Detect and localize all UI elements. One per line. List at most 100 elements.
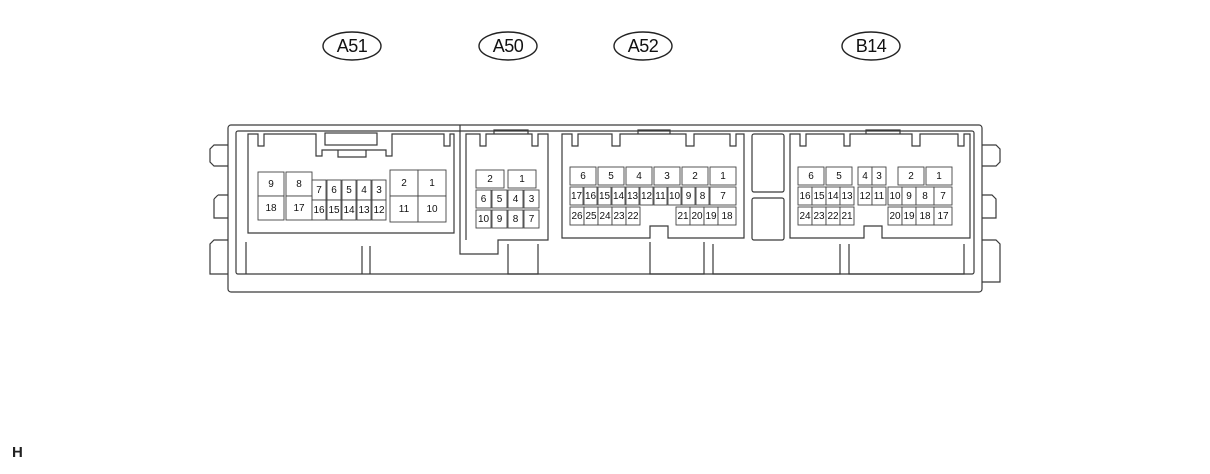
pin-label: 11 (874, 191, 885, 202)
pin-label: 16 (585, 191, 597, 202)
pin-label: 2 (401, 178, 407, 189)
pin-label: 12 (373, 205, 385, 216)
pin-b14-r1-c2: 14 (825, 186, 841, 206)
pin-label: 2 (487, 174, 493, 185)
pin-label: 12 (859, 191, 871, 202)
pin-label: 2 (908, 171, 914, 182)
pin-label: 9 (686, 191, 692, 202)
pin-label: 14 (343, 205, 355, 216)
pin-label: 15 (599, 191, 611, 202)
pin-b14-r0-c0: 6 (797, 166, 825, 186)
pin-b14-r2-c4: 20 (887, 206, 903, 226)
pin-a52-r1-c8: 9 (681, 186, 696, 206)
connector-housing (209, 124, 1001, 293)
pin-b14-r2-c0: 24 (797, 206, 813, 226)
pin-label: 19 (903, 211, 915, 222)
pin-a52-r2-c6: 20 (689, 206, 705, 226)
pin-a52-r2-c8: 18 (717, 206, 737, 226)
pin-label: 17 (293, 203, 305, 214)
pin-b14-r2-c2: 22 (825, 206, 841, 226)
pin-b14-r1-c0: 16 (797, 186, 813, 206)
pin-b14-r0-c2: 4 (857, 166, 873, 186)
pin-label: 11 (655, 191, 666, 202)
pin-label: 9 (497, 214, 503, 225)
pin-b14-r1-c4: 12 (857, 186, 873, 206)
pin-label: 5 (608, 171, 614, 182)
pin-a52-r2-c3: 23 (611, 206, 627, 226)
pin-label: 17 (937, 211, 949, 222)
pin-label: 10 (889, 191, 901, 202)
pin-label: 7 (529, 214, 535, 225)
connector-label-a52-text: A52 (628, 36, 659, 56)
pin-a50-r0-c0: 2 (475, 169, 505, 189)
pin-a52-r0-c1: 5 (597, 166, 625, 186)
pin-a51-r1-c8: 10 (417, 195, 447, 223)
pin-a50-r1-c2: 4 (507, 189, 524, 209)
pin-a52-r1-c5: 12 (639, 186, 654, 206)
pin-label: 3 (876, 171, 882, 182)
pin-b14-r2-c6: 18 (915, 206, 935, 226)
pin-label: 1 (519, 174, 525, 185)
pin-a52-r1-c2: 15 (597, 186, 612, 206)
pin-label: 4 (862, 171, 868, 182)
pin-label: 6 (808, 171, 814, 182)
pin-label: 10 (426, 204, 438, 215)
pin-label: 26 (571, 211, 583, 222)
pin-label: 20 (889, 211, 901, 222)
center-blocks (751, 133, 785, 241)
pin-a50-r2-c2: 8 (507, 209, 524, 229)
connector-body-a50 (459, 125, 549, 255)
pin-b14-r1-c6: 10 (887, 186, 903, 206)
pin-a50-r0-c1: 1 (507, 169, 537, 189)
pin-label: 6 (580, 171, 586, 182)
pin-a51-r1-c1: 17 (285, 195, 313, 221)
pin-a52-r2-c7: 19 (703, 206, 719, 226)
pin-label: 14 (827, 191, 839, 202)
pin-a51-r0-c1: 8 (285, 171, 313, 197)
connector-body-a52 (561, 129, 745, 239)
pin-label: 4 (513, 194, 519, 205)
pin-label: 17 (571, 191, 583, 202)
connector-label-a50-text: A50 (493, 36, 524, 56)
pin-b14-r2-c3: 21 (839, 206, 855, 226)
pin-a52-r2-c2: 24 (597, 206, 613, 226)
pin-label: 18 (919, 211, 931, 222)
pin-label: 2 (692, 171, 698, 182)
pin-b14-r0-c5: 1 (925, 166, 953, 186)
pin-label: 8 (700, 191, 706, 202)
pin-label: 5 (346, 185, 352, 196)
pin-label: 25 (585, 211, 597, 222)
pin-a50-r2-c3: 7 (523, 209, 540, 229)
pin-label: 8 (922, 191, 928, 202)
connector-label-b14-text: B14 (856, 36, 887, 56)
pin-b14-r0-c3: 3 (871, 166, 887, 186)
pin-b14-r1-c5: 11 (871, 186, 887, 206)
pin-a52-r0-c4: 2 (681, 166, 709, 186)
pin-a52-r1-c7: 10 (667, 186, 682, 206)
pin-label: 24 (799, 211, 811, 222)
pin-a52-r1-c9: 8 (695, 186, 710, 206)
pin-label: 22 (827, 211, 839, 222)
pin-a51-r0-c2: 7 (311, 179, 327, 201)
pin-label: 1 (720, 171, 726, 182)
pin-label: 3 (529, 194, 535, 205)
pin-a52-r0-c2: 4 (625, 166, 653, 186)
pin-label: 10 (478, 214, 490, 225)
pin-b14-r1-c1: 15 (811, 186, 827, 206)
pin-label: 13 (841, 191, 853, 202)
pin-label: 8 (513, 214, 519, 225)
pin-label: 7 (316, 185, 322, 196)
pin-label: 20 (691, 211, 703, 222)
pin-label: 21 (677, 211, 689, 222)
pin-a51-r0-c4: 5 (341, 179, 357, 201)
pin-label: 16 (799, 191, 811, 202)
connector-label-a50: A50 (478, 31, 538, 61)
pin-a51-r0-c5: 4 (356, 179, 372, 201)
pin-a52-r1-c1: 16 (583, 186, 598, 206)
pin-a52-r0-c5: 1 (709, 166, 737, 186)
pin-b14-r2-c1: 23 (811, 206, 827, 226)
pin-a51-r0-c7: 2 (389, 169, 419, 197)
